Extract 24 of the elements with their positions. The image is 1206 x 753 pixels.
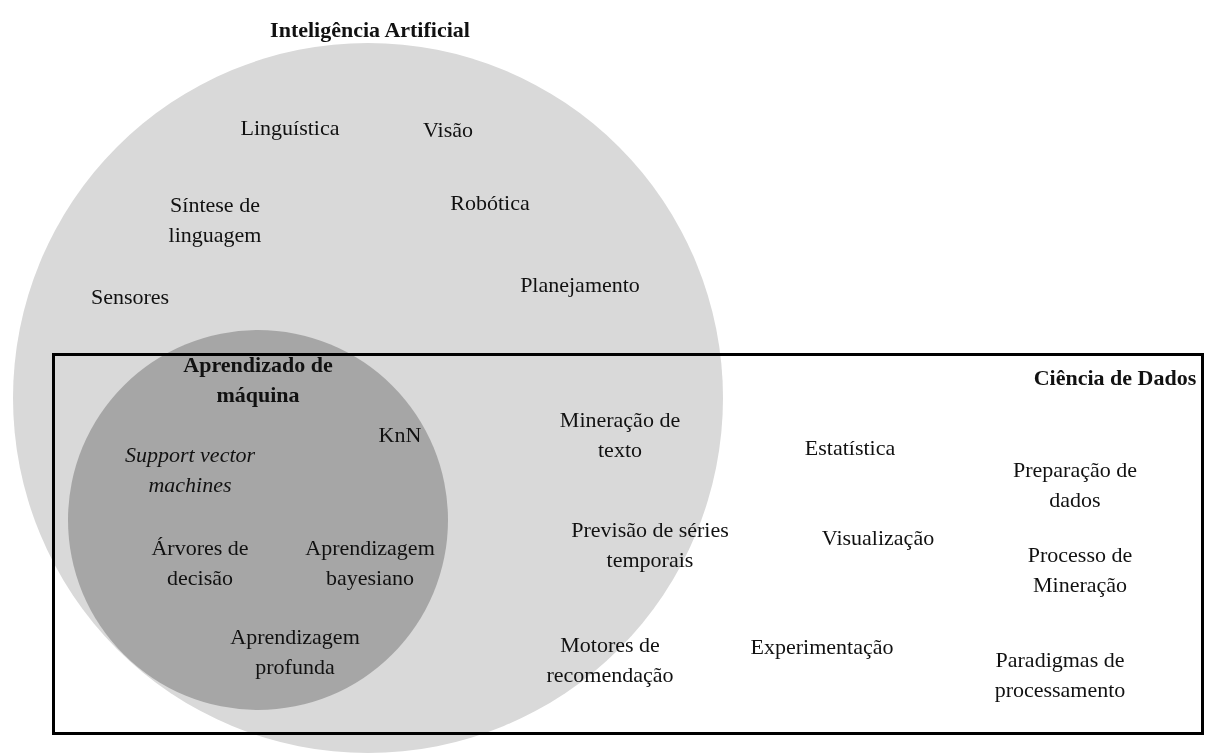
topic-label: Aprendizagem bayesiano xyxy=(304,534,436,592)
topic-label: Árvores de decisão xyxy=(150,534,250,592)
set-rectangle xyxy=(52,353,1204,735)
topic-label: Visão xyxy=(423,116,473,144)
topic-label: Paradigmas de processamento xyxy=(993,646,1127,704)
topic-label: Linguística xyxy=(240,114,340,142)
topic-label: Aprendizagem profunda xyxy=(229,623,361,681)
set-title: Aprendizado de máquina xyxy=(182,351,334,409)
topic-label: Robótica xyxy=(450,189,530,217)
topic-label: Preparação de dados xyxy=(1012,456,1138,514)
topic-label: Sensores xyxy=(90,283,170,311)
topic-label: Experimentação xyxy=(750,633,894,661)
topic-label: Síntese de linguagem xyxy=(167,191,263,249)
topic-label: Visualização xyxy=(821,524,935,552)
set-title: Inteligência Artificial xyxy=(270,16,470,44)
topic-label: Previsão de séries temporais xyxy=(570,516,730,574)
topic-label: KnN xyxy=(378,421,422,449)
topic-label: Mineração de texto xyxy=(558,406,682,464)
set-title: Ciência de Dados xyxy=(1033,364,1197,392)
topic-label: Planejamento xyxy=(520,271,640,299)
topic-label: Estatística xyxy=(804,434,896,462)
topic-label: Motores de recomendação xyxy=(545,631,675,689)
topic-label: Support vector machines xyxy=(123,441,257,499)
topic-label: Processo de Mineração xyxy=(1026,541,1134,599)
